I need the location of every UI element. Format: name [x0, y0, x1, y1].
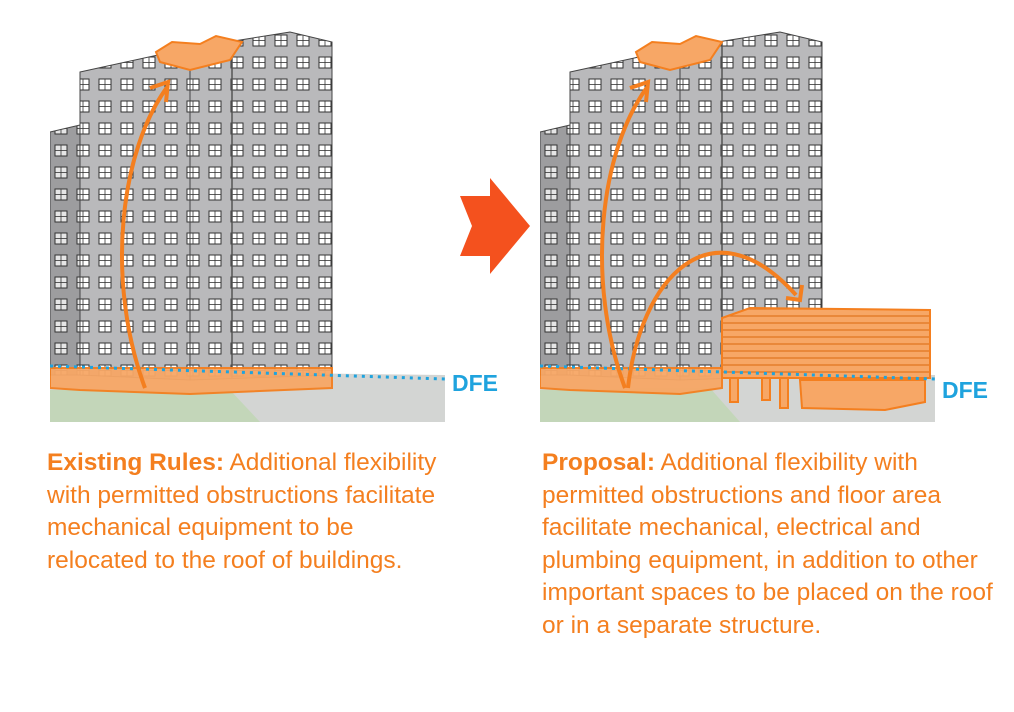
existing-building-drawing: [50, 30, 445, 422]
dfe-label-existing: DFE: [452, 370, 498, 397]
tower-left-face: [80, 48, 190, 380]
proposal-illustration: [540, 30, 935, 422]
tower-left-face: [570, 48, 680, 380]
existing-rules-heading: Existing Rules:: [47, 449, 224, 476]
ground-floor-equipment: [50, 368, 332, 394]
side-wing: [50, 125, 80, 375]
dfe-label-proposal: DFE: [942, 377, 988, 404]
ground-structure: [800, 380, 925, 410]
separate-structure: [722, 308, 930, 378]
grass: [50, 390, 260, 422]
proposal-caption: Proposal: Additional flexibility with pe…: [542, 447, 1002, 642]
tower-right-face: [190, 32, 332, 380]
side-wing: [540, 125, 570, 375]
existing-rules-illustration: [50, 30, 445, 422]
proposal-body: Additional flexibility with permitted ob…: [542, 449, 993, 639]
proposal-building-drawing: [540, 30, 935, 422]
existing-rules-caption: Existing Rules: Additional flexibility w…: [47, 447, 447, 577]
right-arrow-icon: [460, 178, 530, 274]
proposal-heading: Proposal:: [542, 449, 655, 476]
